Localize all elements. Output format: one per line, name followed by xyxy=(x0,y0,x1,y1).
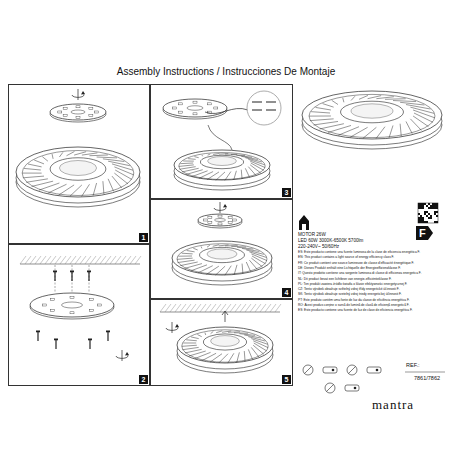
step-number: 5 xyxy=(282,375,291,384)
lift-arrow xyxy=(222,311,228,322)
ref-number: 7861/7862 xyxy=(414,375,440,381)
brand-logo: mantra xyxy=(372,398,414,412)
step-number: 3 xyxy=(282,188,291,197)
rotate-symbol xyxy=(72,89,85,100)
title: Assembly Instructions / Instrucciones De… xyxy=(0,66,452,77)
screw xyxy=(36,331,40,342)
step-number: 2 xyxy=(139,375,148,384)
fan-illustration xyxy=(302,91,442,149)
rotate-symbol xyxy=(214,202,227,213)
detail-circle xyxy=(247,91,281,125)
energy-statement: EN: This product contains a light source… xyxy=(298,256,394,260)
energy-statement: SK: Tento výrobok obsahuje svetelný zdro… xyxy=(298,293,402,297)
step-number: 1 xyxy=(139,233,148,242)
energy-class-tag xyxy=(416,226,433,240)
wire xyxy=(205,108,248,113)
mounting-plate xyxy=(163,99,227,119)
screw xyxy=(106,331,110,342)
energy-statement: RO: Acest produs conține o sursă de lumi… xyxy=(298,304,409,308)
screw xyxy=(87,271,91,282)
fan-illustration xyxy=(172,241,272,285)
energy-statement: CZ: Tento výrobek obsahuje světelný zdro… xyxy=(298,288,399,292)
screw xyxy=(53,271,57,282)
ceiling-hatch xyxy=(160,304,281,312)
rotate-symbol xyxy=(166,322,179,333)
spec-text: LED 60W 3000K-6500K 5700lm xyxy=(298,238,363,243)
step-panel: 5 xyxy=(150,299,293,386)
fan-illustration xyxy=(177,327,273,373)
connector-detail xyxy=(252,102,276,110)
screw xyxy=(70,271,74,282)
energy-statement: ES: Este producto contiene una fuente lu… xyxy=(298,251,420,255)
spec-text: MOTOR 26W xyxy=(298,232,326,237)
screw xyxy=(54,339,58,350)
energy-statement: ES: Este producto contiene una fuente de… xyxy=(298,309,412,313)
mounting-plate xyxy=(30,293,114,319)
energy-icon xyxy=(299,215,309,230)
energy-statement: PL: Ten produkt zawiera źródło światła o… xyxy=(298,283,407,287)
energy-class: F xyxy=(419,227,426,239)
mounting-plate xyxy=(50,104,106,122)
guide-line xyxy=(89,265,90,292)
step-panel: 1 xyxy=(8,84,150,244)
spec-text: 220-240V~ 50/60Hz xyxy=(298,244,339,249)
guide-line xyxy=(72,265,73,292)
fan-illustration xyxy=(16,147,140,207)
step-panel: 4 xyxy=(150,199,293,299)
ref-line xyxy=(405,372,445,373)
fan-illustration xyxy=(174,150,270,190)
ref-label: REF.: xyxy=(406,362,419,368)
step-panel: 3 xyxy=(150,84,293,199)
step-panel: 2 xyxy=(8,244,150,386)
screw xyxy=(88,339,92,350)
care-icons xyxy=(303,365,381,393)
qr-code xyxy=(418,203,438,223)
step-number: 4 xyxy=(282,288,291,297)
energy-statement: IT: Questo prodotto contiene una sorgent… xyxy=(298,272,421,276)
wire xyxy=(208,125,232,150)
rotate-symbol xyxy=(116,350,129,361)
guide-line xyxy=(55,265,56,292)
energy-statement: FR: Ce produit contient une source lumin… xyxy=(298,262,414,266)
energy-statement: DE: Dieses Produkt enthält eine Lichtque… xyxy=(298,267,401,271)
ceiling-hatch xyxy=(20,256,141,264)
energy-statement: PT: Este produto contém uma fonte de luz… xyxy=(298,299,409,303)
mounting-plate xyxy=(198,214,242,228)
energy-statement: NL: Dit product bevat een lichtbron van … xyxy=(298,278,392,282)
